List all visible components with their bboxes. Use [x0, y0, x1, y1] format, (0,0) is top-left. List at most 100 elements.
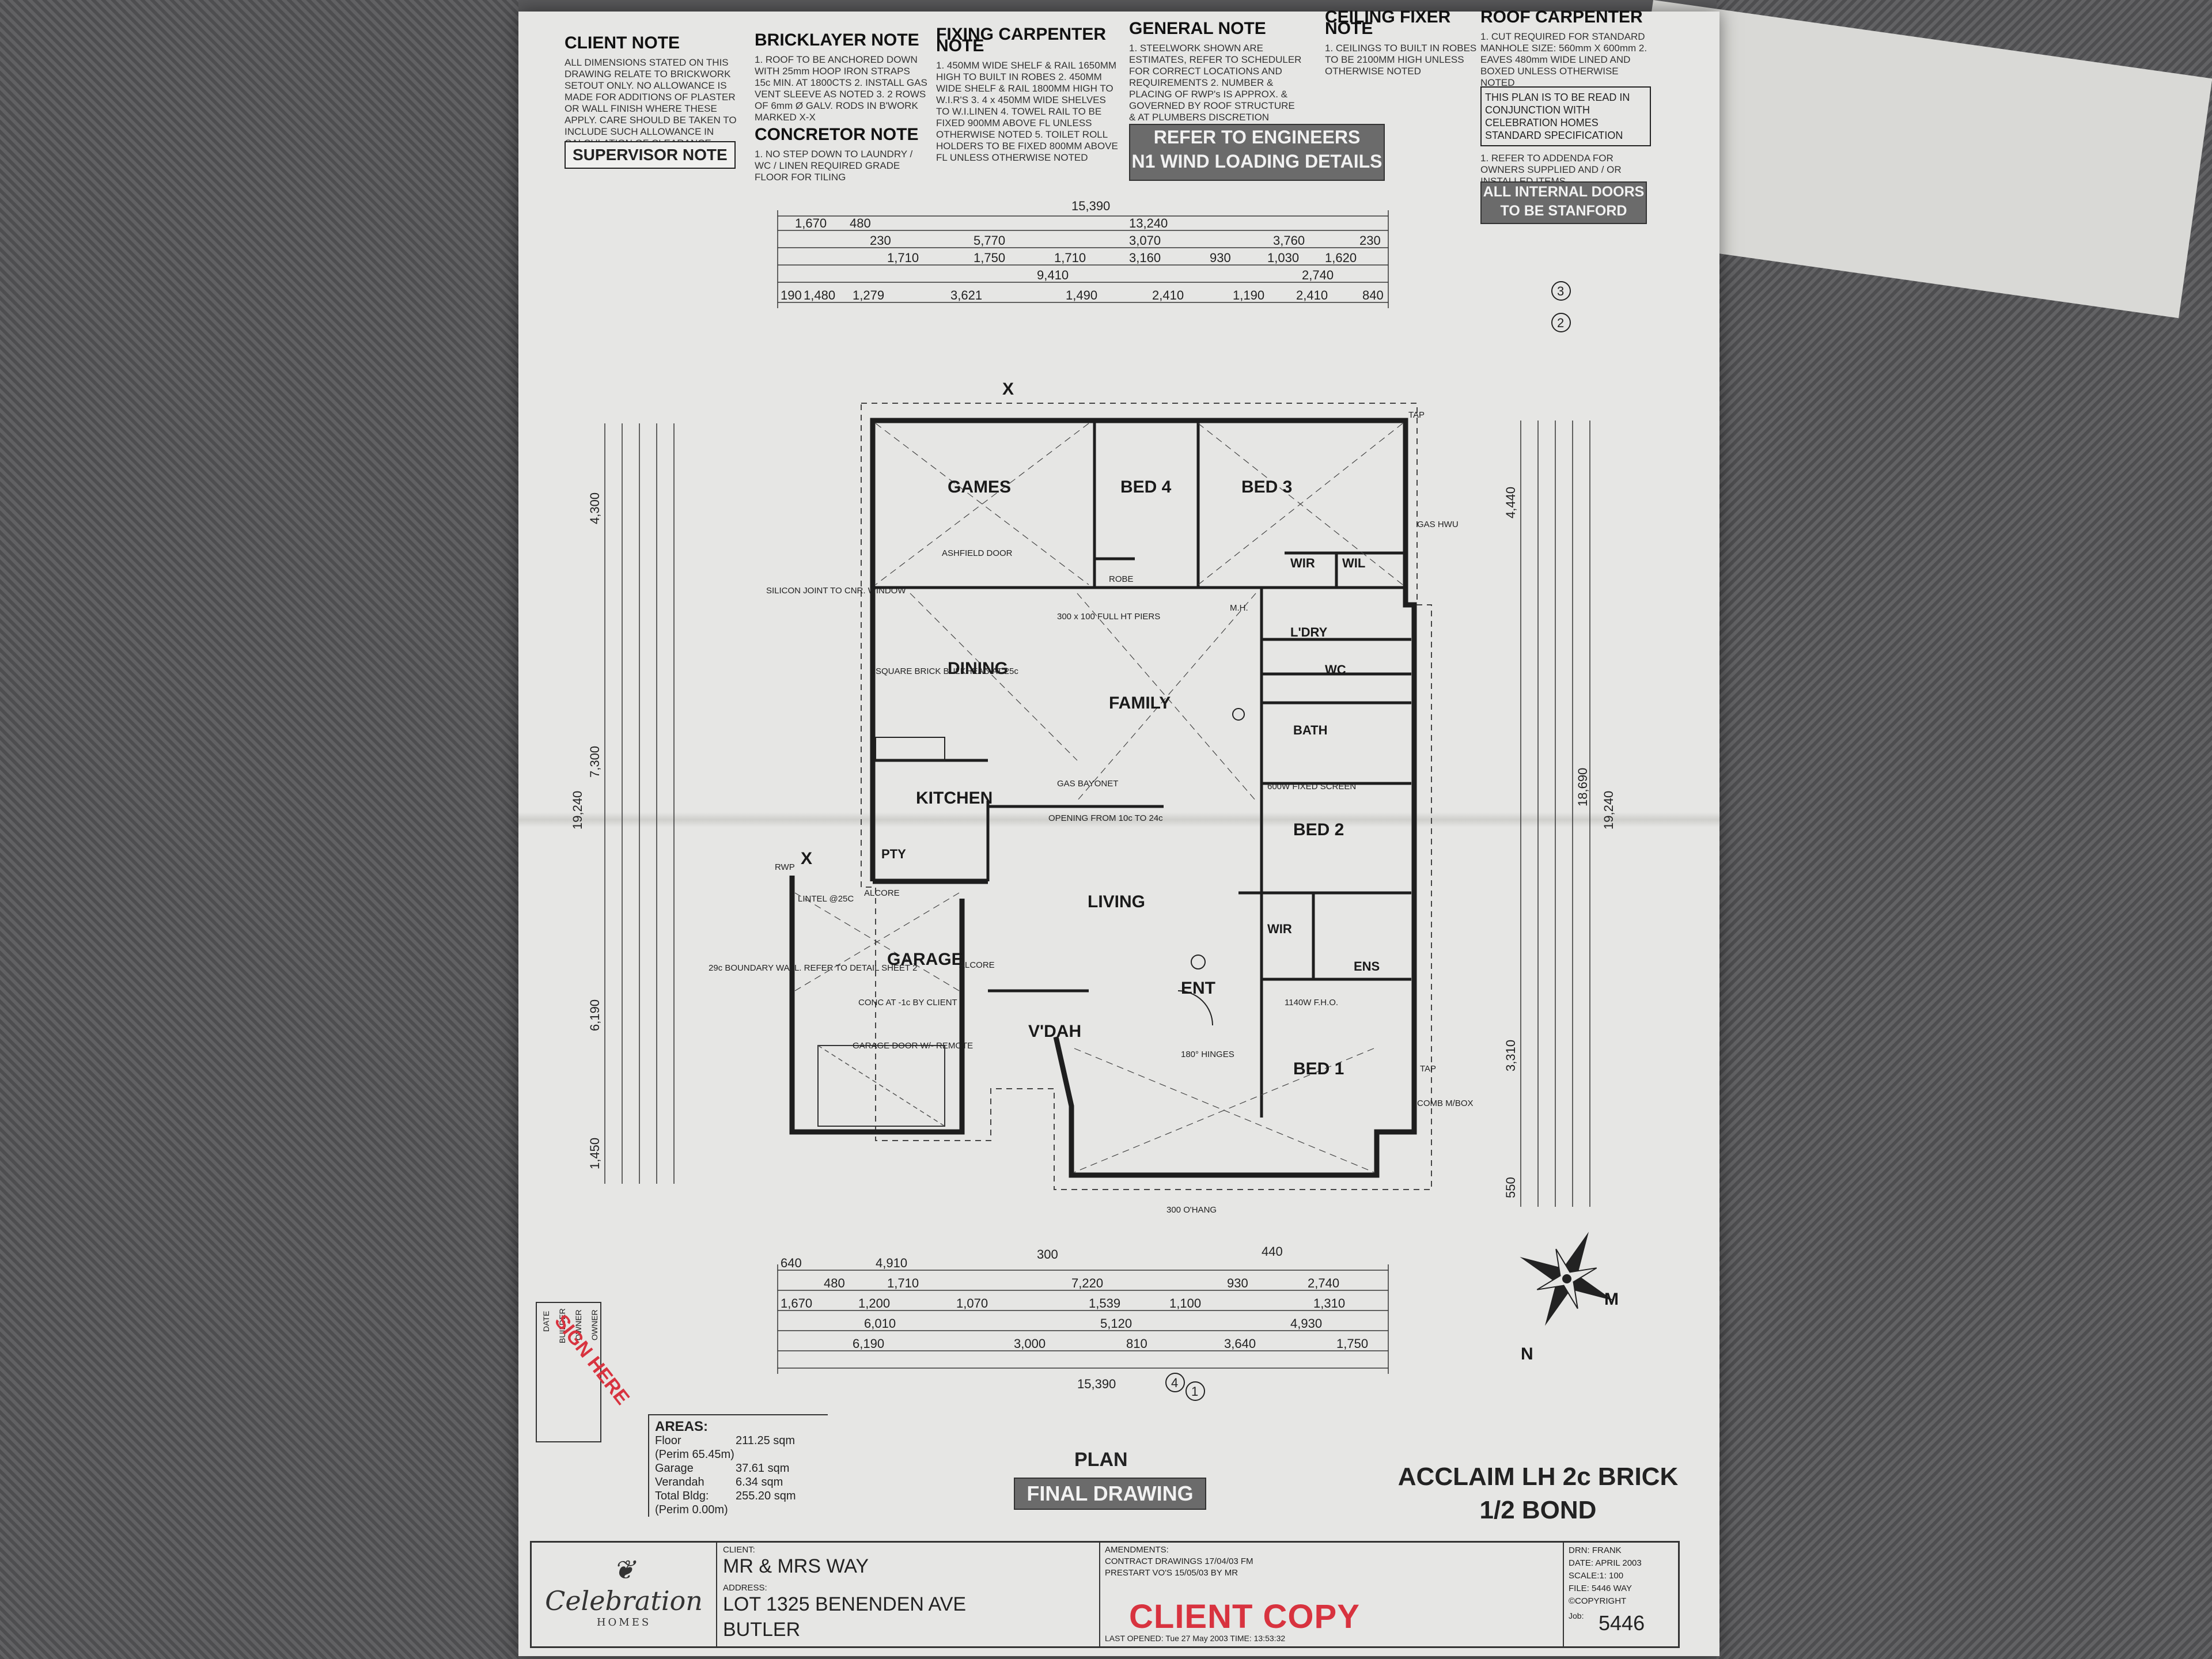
dim-right-3: 3,310: [1503, 1040, 1518, 1071]
label-hinges: 180° HINGES: [1181, 1050, 1234, 1059]
dim-top-r2-a: 230: [870, 233, 891, 248]
dim-top-r5-e: 1,490: [1066, 288, 1097, 302]
dim-bot-overall: 15,390: [1077, 1377, 1116, 1391]
doors-line1: ALL INTERNAL DOORS: [1483, 184, 1645, 200]
ceiling-note-title: CEILING FIXER NOTE: [1325, 7, 1451, 38]
dim-top-r4-a: 9,410: [1037, 268, 1069, 282]
dim-top-r5-g: 1,190: [1233, 288, 1264, 302]
drawing-info-cell: DRN: FRANK DATE: APRIL 2003 SCALE:1: 100…: [1563, 1543, 1676, 1646]
dim-bot-r4-e: 2,740: [1308, 1276, 1339, 1290]
ceiling-note-body: 1. CEILINGS TO BUILT IN ROBES TO BE 2100…: [1325, 43, 1477, 77]
room-bed2: BED 2: [1293, 820, 1344, 839]
dim-top-r2-d: 3,760: [1273, 233, 1305, 248]
address-line1: LOT 1325 BENENDEN AVE: [723, 1593, 967, 1615]
dim-top-r5-b: 1,480: [804, 288, 835, 302]
bricklayer-note: BRICKLAYER NOTE 1. ROOF TO BE ANCHORED D…: [755, 31, 927, 183]
logo-leaf-icon: ❦: [612, 1554, 635, 1585]
bricklayer-note-body: 1. ROOF TO BE ANCHORED DOWN WITH 25mm HO…: [755, 54, 927, 123]
dim-left-2: 7,300: [588, 746, 602, 778]
dim-bot-r5-a: 640: [781, 1256, 802, 1270]
roof-note-body: 1. CUT REQUIRED FOR STANDARD MANHOLE SIZ…: [1480, 31, 1647, 88]
client-note-title: CLIENT NOTE: [565, 33, 680, 52]
doors-box: ALL INTERNAL DOORS TO BE STANFORD: [1480, 181, 1647, 224]
label-garage-door: GARAGE DOOR W/- REMOTE: [853, 1041, 973, 1051]
fixing-note-body: 1. 450MM WIDE SHELF & RAIL 1650MM HIGH T…: [936, 60, 1118, 163]
spec-box: THIS PLAN IS TO BE READ IN CONJUNCTION W…: [1480, 86, 1651, 146]
eaves-outline: [861, 403, 1432, 1190]
dim-right-4: 550: [1503, 1177, 1518, 1198]
design-line1: ACCLAIM LH 2c BRICK: [1397, 1463, 1679, 1491]
garage-door-hatch: [817, 1045, 945, 1127]
engineers-line1: REFER TO ENGINEERS: [1153, 127, 1361, 147]
dim-top-r3-f: 1,030: [1267, 251, 1299, 265]
fixing-carpenter-note: FIXING CARPENTER NOTE 1. 450MM WIDE SHEL…: [936, 26, 1120, 164]
doors-line2: TO BE STANFORD: [1500, 203, 1627, 219]
label-ashfield: ASHFIELD DOOR: [942, 548, 1013, 558]
marker-2-label: 2: [1557, 316, 1564, 330]
right-dimension-lines: [1520, 421, 1590, 1207]
concretor-note-title: CONCRETOR NOTE: [755, 125, 919, 144]
general-note-title: GENERAL NOTE: [1129, 19, 1266, 38]
dim-top-r4-b: 2,740: [1302, 268, 1334, 282]
dim-bot-r3-f: 1,310: [1313, 1296, 1345, 1310]
address-line2: BUTLER: [723, 1619, 801, 1641]
dim-bot-r5-d: 440: [1262, 1244, 1283, 1259]
room-bath: BATH: [1293, 723, 1327, 737]
bricklayer-note-title: BRICKLAYER NOTE: [755, 31, 919, 50]
dim-top-r3-e: 930: [1210, 251, 1231, 265]
kitchen-bench: [875, 737, 945, 761]
amendment-2: PRESTART VO'S 15/05/03 BY MR: [1105, 1568, 1238, 1578]
dim-right-overall: 19,240: [1601, 791, 1616, 830]
room-ldry: L'DRY: [1290, 625, 1328, 639]
room-living: LIVING: [1088, 892, 1145, 911]
amendments-cell: AMENDMENTS: CONTRACT DRAWINGS 17/04/03 F…: [1099, 1543, 1377, 1646]
room-vdah: V'DAH: [1028, 1022, 1081, 1041]
column-circle: [1191, 955, 1206, 969]
dim-top-r1-b: 480: [850, 216, 871, 230]
ceiling-lines: [794, 423, 1403, 1173]
ceiling-fixer-note: CEILING FIXER NOTE 1. CEILINGS TO BUILT …: [1325, 7, 1486, 77]
fabric-background-left: [0, 0, 518, 1659]
label-bulkhead: SQUARE BRICK BULKHEAD AT 25c: [876, 666, 1018, 676]
dim-top-r5-f: 2,410: [1152, 288, 1184, 302]
client-cell: CLIENT: MR & MRS WAY ADDRESS: LOT 1325 B…: [716, 1543, 1097, 1646]
amendment-1: CONTRACT DRAWINGS 17/04/03 FM: [1105, 1556, 1253, 1566]
label-tap-2: TAP: [1420, 1064, 1436, 1074]
engineers-banner: REFER TO ENGINEERS N1 WIND LOADING DETAI…: [1129, 124, 1385, 181]
plan-drawing: 15,390 1,670 480 13,240 230 5,770 3,070 …: [570, 199, 1619, 1401]
title-block: ❦ Celebration HOMES CLIENT: MR & MRS WAY…: [530, 1541, 1680, 1648]
room-dining: DINING: [948, 659, 1008, 678]
logo: ❦ Celebration HOMES: [540, 1554, 707, 1628]
marker-3-label: 3: [1557, 284, 1564, 298]
dim-bot-r3-b: 1,200: [858, 1296, 890, 1310]
label-alcore-1: ALCORE: [864, 888, 900, 898]
internal-walls: [873, 421, 1411, 1118]
dim-right-1: 4,440: [1503, 487, 1518, 518]
floor-plan-sheet: CLIENT NOTE ALL DIMENSIONS STATED ON THI…: [518, 7, 1719, 1656]
dim-bot-r2-a: 6,010: [864, 1316, 896, 1331]
dim-top-r5-c: 1,279: [853, 288, 884, 302]
job-number: 5446: [1599, 1611, 1645, 1635]
room-ens: ENS: [1354, 959, 1380, 974]
areas-title: AREAS:: [655, 1419, 709, 1434]
dim-bot-r1-c: 810: [1126, 1336, 1147, 1351]
label-opening: OPENING FROM 10c TO 24c: [1048, 813, 1163, 823]
concretor-note-body: 1. NO STEP DOWN TO LAUNDRY / WC / LINEN …: [755, 149, 913, 183]
room-family: FAMILY: [1109, 694, 1171, 713]
dim-top-r3-d: 3,160: [1129, 251, 1161, 265]
room-pty: PTY: [881, 847, 906, 861]
label-piers: 300 x 100 FULL HT PIERS: [1057, 612, 1160, 622]
label-fixed-screen: 600W FIXED SCREEN: [1267, 782, 1356, 791]
dim-left-4: 1,450: [588, 1138, 602, 1169]
room-robe: ROBE: [1109, 574, 1134, 584]
room-wc: WC: [1325, 662, 1346, 677]
plan-caption: PLAN: [1074, 1449, 1128, 1471]
hwu-circle: [1232, 708, 1245, 721]
room-games: GAMES: [948, 478, 1011, 497]
engineers-line2: N1 WIND LOADING DETAILS: [1131, 151, 1382, 172]
roof-carpenter-note: ROOF CARPENTER 1. CUT REQUIRED FOR STAND…: [1480, 9, 1647, 89]
dim-top-r5-d: 3,621: [950, 288, 982, 302]
dim-bot-r1-d: 3,640: [1224, 1336, 1256, 1351]
final-drawing-banner: FINAL DRAWING: [1014, 1478, 1206, 1510]
